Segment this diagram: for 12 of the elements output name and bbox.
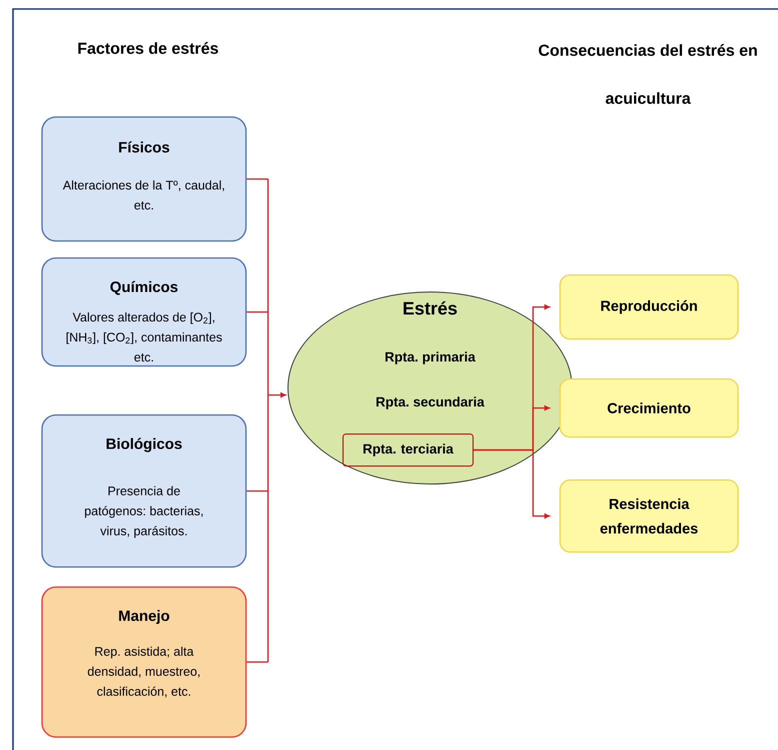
arrow	[246, 178, 286, 663]
consequence-box: Crecimiento	[559, 378, 739, 438]
factor-box: Químicos Valores alterados de [O$_{2}$], [NH$_{3}$], [CO$_{2}$], contaminantes etc.	[41, 257, 247, 367]
column-heading: Consecuencias del estrés en acuicultura	[538, 44, 757, 104]
column-heading: Factores de estrés	[78, 42, 218, 54]
highlight-box: Rpta. terciaria	[342, 434, 474, 466]
consequence-box: Resistencia enfermedades	[559, 479, 739, 553]
factor-box: Físicos Alteraciones de la Tº, caudal, etc.	[41, 116, 247, 242]
factor-box: Manejo Rep. asistida; alta densidad, muestreo, clasificación, etc.	[41, 586, 247, 738]
consequence-box: Reproducción	[559, 274, 739, 340]
arrow	[474, 449, 550, 518]
factor-box: Biológicos Presencia de patógenos: bacterias, virus, parásitos.	[41, 414, 247, 568]
